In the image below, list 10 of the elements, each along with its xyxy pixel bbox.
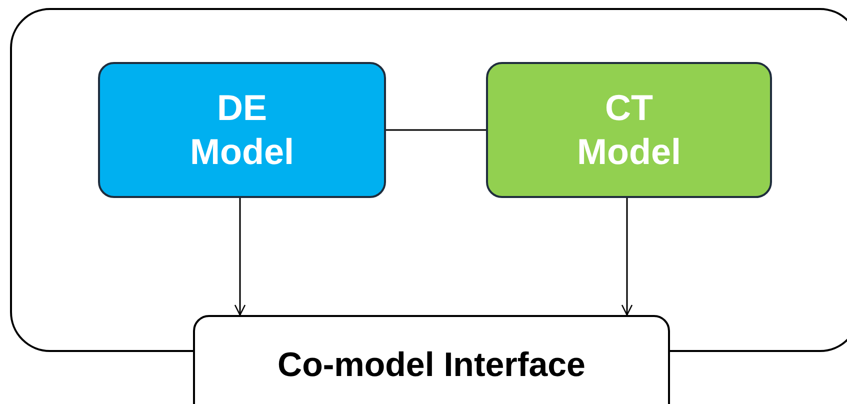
connector-line (386, 129, 486, 131)
box-label: DE Model (189, 86, 295, 174)
arrow (234, 198, 246, 316)
box-label: Co-model Interface (276, 345, 586, 386)
interface-box (193, 315, 670, 404)
arrow (621, 198, 633, 316)
process-box (486, 62, 772, 198)
box-label: CT Model (576, 86, 682, 174)
outer-frame (10, 8, 847, 352)
process-box (98, 62, 386, 198)
